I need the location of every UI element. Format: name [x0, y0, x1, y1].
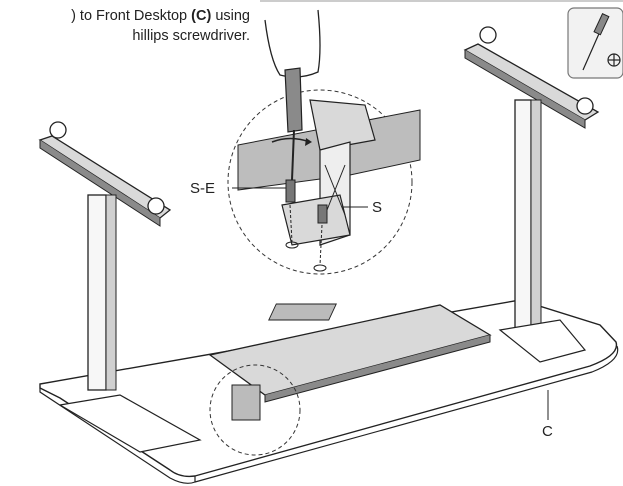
- left-leg: [38, 121, 202, 453]
- screw-S-E: [285, 179, 296, 203]
- instruction-line-2: hillips screwdriver.: [132, 28, 250, 44]
- desktop-ref: (C): [191, 8, 212, 24]
- magnified-detail: [227, 89, 421, 275]
- right-leg: [463, 26, 600, 363]
- instruction-text: ) to Front Desktop (C) using hillips scr…: [0, 6, 250, 46]
- detail-callout-circle-small: [209, 364, 301, 456]
- hand-with-screwdriver: [264, 9, 321, 181]
- phillips-screwdriver-icon: [567, 7, 623, 79]
- label-bracket-S: S: [372, 199, 382, 216]
- label-desktop-C: C: [542, 423, 553, 440]
- label-screw-S-E: S-E: [190, 180, 215, 197]
- instruction-line-1: ) to Front Desktop (C) using: [71, 8, 250, 24]
